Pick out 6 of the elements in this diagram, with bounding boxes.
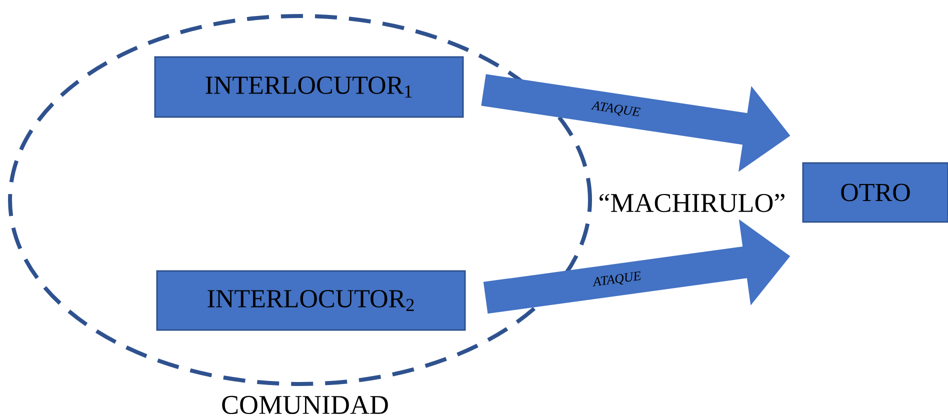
label-box: INTERLOCUTOR$_{1}$ <box>154 56 464 118</box>
edge-label: ATAQUE <box>591 270 643 290</box>
group-label: COMUNIDAD <box>222 396 388 414</box>
edge-label: ATAQUE <box>590 100 642 120</box>
label-box: INTERLOCUTOR$_{2}$ <box>156 270 466 331</box>
label-box: OTRO <box>802 162 948 223</box>
